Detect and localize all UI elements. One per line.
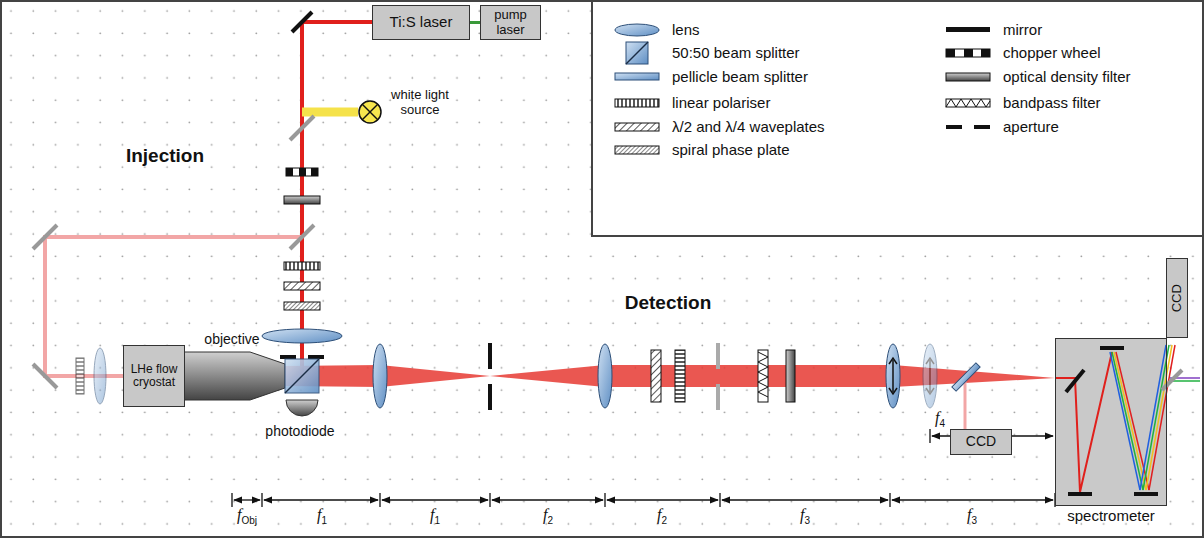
node-text: LHe flow cryostat [124,363,184,390]
focal-length: f1 [317,506,327,526]
focal-length: f2 [657,506,667,526]
node-text: Ti:S laser [390,14,453,31]
spectrometer-box: spectrometer [1055,338,1167,506]
legend-text: chopper wheel [1003,44,1101,61]
camera-box: CCD [950,429,1012,455]
legend-text: lens [672,21,700,38]
cryostat-box: LHe flow cryostat [123,345,185,407]
legend-text: λ/2 and λ/4 waveplates [672,118,825,135]
legend-text: optical density filter [1003,68,1131,85]
focal-length: f4 [935,409,945,429]
legend-text: bandpass filter [1003,94,1101,111]
focal-length: f1 [430,506,440,526]
legend-text: pellicle beam splitter [672,68,808,85]
legend-text: spiral phase plate [672,141,790,158]
component-label: white light source [380,88,460,118]
focal-length: fObj [237,506,257,526]
focal-length: f3 [800,506,810,526]
laser-box: pump laser [480,5,541,40]
legend-text: mirror [1003,21,1042,38]
node-text: pump laser [481,8,540,37]
pump-beam-connector [470,21,480,24]
node-text: CCD [1170,284,1185,312]
legend-text: linear polariser [672,94,770,111]
camera-box: CCD [1166,258,1188,338]
legend-text: aperture [1003,118,1059,135]
focal-length: f3 [967,506,977,526]
node-text: CCD [966,434,996,450]
legend-text: 50:50 beam splitter [672,44,800,61]
component-label: objective [204,331,259,347]
laser-box: Ti:S laser [372,5,470,40]
focal-length: f2 [543,506,553,526]
section-title: Detection [625,292,712,314]
component-label: photodiode [265,423,334,439]
node-text: spectrometer [1067,508,1155,525]
section-title: Injection [126,145,204,167]
